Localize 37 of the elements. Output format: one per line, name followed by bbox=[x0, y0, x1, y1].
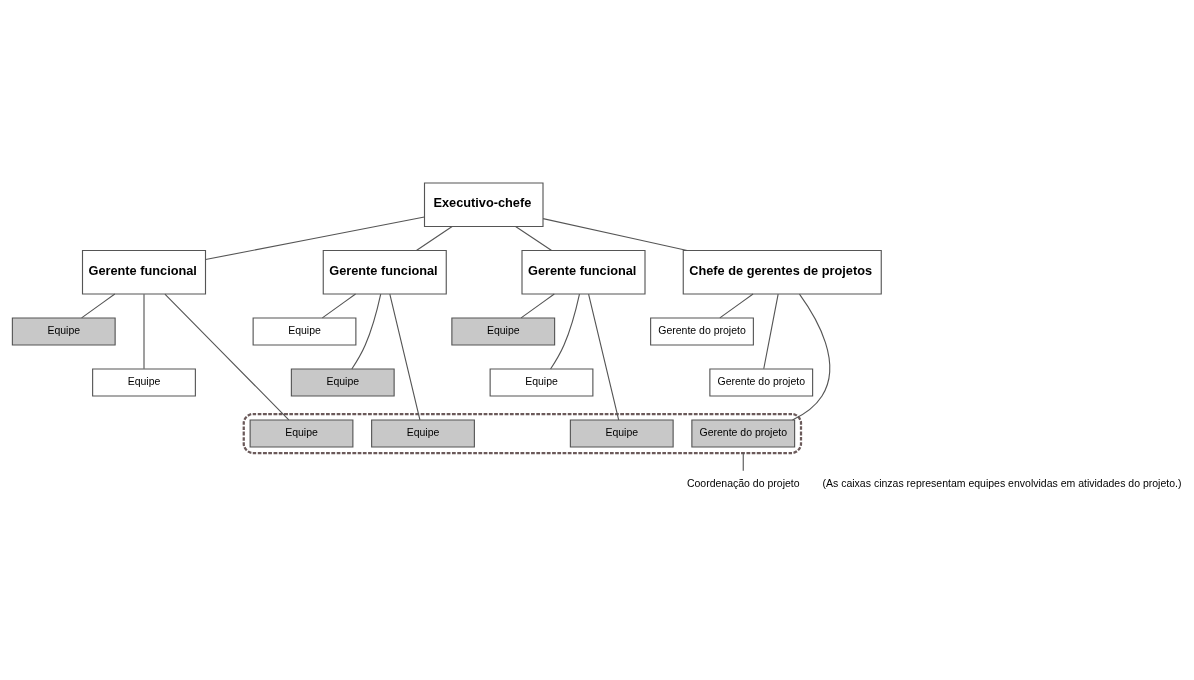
node-box: Gerente do projeto bbox=[709, 367, 814, 397]
node-box: Equipe bbox=[489, 367, 594, 397]
node-box: Equipe bbox=[252, 316, 357, 346]
connector bbox=[415, 225, 453, 251]
node-box: Gerente funcional bbox=[81, 249, 207, 295]
connector bbox=[81, 292, 116, 318]
connector bbox=[164, 293, 290, 420]
node-text: Coordenação do projeto bbox=[686, 476, 800, 489]
connector bbox=[542, 217, 688, 251]
connector bbox=[791, 293, 831, 420]
connector bbox=[588, 293, 620, 420]
connector bbox=[763, 293, 779, 369]
node-box: Equipe bbox=[249, 418, 354, 448]
node-box: Equipe bbox=[290, 367, 395, 397]
connector bbox=[143, 293, 145, 369]
node-box: Gerente do projeto bbox=[650, 316, 754, 346]
node-box: Equipe bbox=[92, 367, 196, 397]
connector bbox=[389, 293, 421, 420]
connector bbox=[351, 292, 382, 370]
connector bbox=[205, 215, 425, 260]
connector bbox=[550, 292, 581, 370]
connector bbox=[719, 292, 754, 318]
node-box: Equipe bbox=[11, 316, 116, 346]
node-box: Chefe de gerentes de projetos bbox=[682, 249, 882, 295]
connector bbox=[742, 451, 744, 471]
node-box: Executivo-chefe bbox=[423, 181, 544, 227]
node-box: Equipe bbox=[451, 316, 556, 346]
connector bbox=[515, 225, 553, 251]
node-box: Gerente funcional bbox=[322, 249, 447, 295]
node-box: Gerente do projeto bbox=[691, 418, 796, 448]
connector bbox=[321, 292, 357, 318]
node-box: Equipe bbox=[371, 418, 475, 448]
node-box: Gerente funcional bbox=[521, 249, 646, 295]
node-box: Equipe bbox=[569, 418, 674, 448]
connector bbox=[520, 292, 555, 318]
cluster bbox=[242, 412, 803, 454]
label: (As caixas cinzas representam equipes envolvidas em atividades do projeto.) bbox=[822, 476, 1182, 489]
